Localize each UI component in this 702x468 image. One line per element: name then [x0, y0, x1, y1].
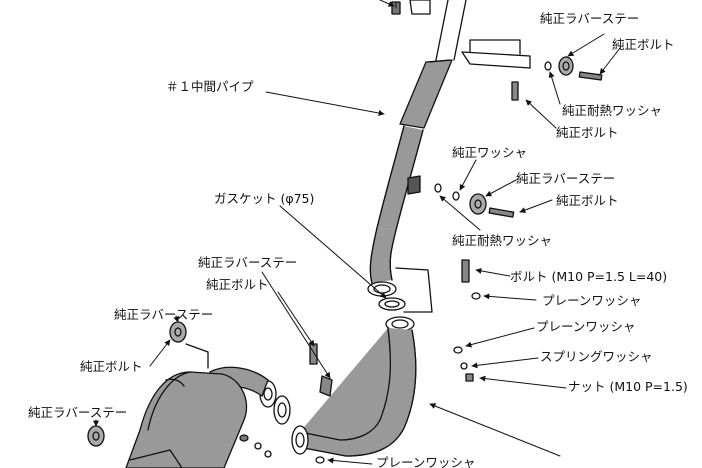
label-rubber-stay-mid: 純正ラバーステー — [516, 171, 616, 186]
label-gasket: ガスケット (φ75) — [214, 191, 315, 206]
label-bolt-mid: 純正ボルト — [556, 193, 619, 208]
label-washer-mid: 純正ワッシャ — [452, 145, 528, 160]
center-bolts — [395, 259, 481, 382]
label-rubber-stay-left: 純正ラバーステー — [114, 307, 214, 322]
label-nut: ナット (M10 P=1.5) — [568, 379, 688, 394]
label-rubber-stay-top: 純正ラバーステー — [540, 11, 640, 26]
label-plain-washer-1: プレーンワッシャ — [542, 293, 642, 308]
gasket — [378, 297, 406, 311]
label-bolt-top: 純正ボルト — [612, 37, 675, 52]
left-stays — [87, 321, 333, 464]
top-right-stay — [391, 0, 603, 101]
label-rubber-stay-center: 純正ラバーステー — [198, 255, 298, 270]
muffler — [125, 366, 269, 468]
label-heat-washer-top: 純正耐熱ワッシャ — [562, 103, 663, 118]
label-plain-washer-2: プレーンワッシャ — [536, 319, 636, 334]
mid-pipe-2 — [299, 316, 417, 457]
label-spring-washer: スプリングワッシャ — [540, 349, 653, 364]
label-plain-washer-bottom: プレーンワッシャ — [376, 455, 476, 468]
mid-pipe-1 — [367, 0, 467, 297]
label-pipe-1: ＃１中間パイプ — [166, 79, 254, 94]
label-bolt-m10: ボルト (M10 P=1.5 L=40) — [510, 269, 668, 284]
mid-right-stay — [434, 183, 515, 218]
label-heat-washer-mid: 純正耐熱ワッシャ — [452, 233, 553, 248]
leader-lines — [93, 0, 621, 465]
label-rubber-stay-left2: 純正ラバーステー — [28, 405, 128, 420]
label-bolt-top2: 純正ボルト — [556, 125, 619, 140]
muffler-flanges — [259, 380, 309, 455]
label-bolt-left: 純正ボルト — [80, 359, 143, 374]
label-bolt-center: 純正ボルト — [206, 277, 269, 292]
